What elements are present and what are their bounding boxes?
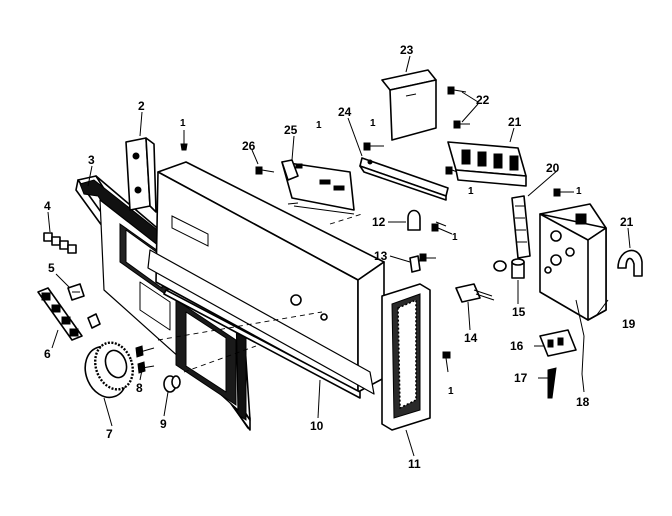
screws-22 [447, 86, 470, 129]
label-10: 10 [310, 419, 324, 433]
button-set-4 [43, 232, 77, 254]
label-19: 19 [622, 317, 636, 331]
label-24: 24 [338, 105, 352, 119]
switch-14 [455, 283, 495, 303]
bracket-plate-25 [281, 159, 355, 215]
hook-clip-21 [617, 249, 643, 277]
label-26: 26 [242, 139, 256, 153]
connector-16 [539, 329, 577, 357]
label-1c: 1 [370, 118, 376, 129]
terminal-block-21 [447, 141, 527, 187]
label-1g: 1 [448, 386, 454, 397]
label-5: 5 [48, 261, 55, 275]
label-1b: 1 [316, 120, 322, 131]
knob-9 [163, 375, 181, 393]
label-1e: 1 [452, 232, 458, 243]
left-bracket [125, 137, 157, 213]
end-cap-11 [381, 283, 431, 431]
label-15: 15 [512, 305, 526, 319]
label-1a: 1 [180, 118, 186, 129]
label-11: 11 [408, 457, 421, 471]
label-4: 4 [44, 199, 51, 213]
part-17 [547, 367, 557, 399]
part-12 [407, 209, 447, 231]
label-21b: 21 [620, 215, 634, 229]
label-8: 8 [136, 381, 143, 395]
label-17: 17 [514, 371, 528, 385]
cover-box-23 [381, 69, 437, 141]
label-16: 16 [510, 339, 524, 353]
leader-lines [157, 213, 363, 373]
label-18: 18 [576, 395, 590, 409]
timer-assembly-20 [511, 195, 607, 375]
label-25: 25 [284, 123, 298, 137]
part-15 [493, 258, 525, 279]
label-lines [47, 55, 631, 457]
label-1d: 1 [468, 186, 474, 197]
label-12: 12 [372, 215, 386, 229]
label-2: 2 [138, 99, 145, 113]
switch-bank-6 [37, 287, 101, 341]
label-20: 20 [546, 161, 560, 175]
control-panel-body [147, 161, 385, 399]
part-13 [409, 253, 436, 273]
dial-knob-7[interactable] [78, 337, 139, 403]
label-22: 22 [476, 93, 490, 107]
label-6: 6 [44, 347, 51, 361]
rail-24 [359, 157, 449, 201]
screws-1 [180, 130, 574, 373]
label-23: 23 [400, 43, 414, 57]
label-21a: 21 [508, 115, 522, 129]
label-1f: 1 [576, 186, 582, 197]
part-5 [67, 283, 85, 301]
screw-26 [255, 166, 275, 175]
label-13: 13 [374, 249, 388, 263]
label-9: 9 [160, 417, 167, 431]
label-7: 7 [106, 427, 113, 441]
label-3: 3 [88, 153, 95, 167]
screw-8 [135, 345, 155, 374]
part-labels: 2 1 3 4 5 6 7 8 9 10 11 12 13 14 15 16 1… [44, 43, 636, 471]
label-14: 14 [464, 331, 478, 345]
